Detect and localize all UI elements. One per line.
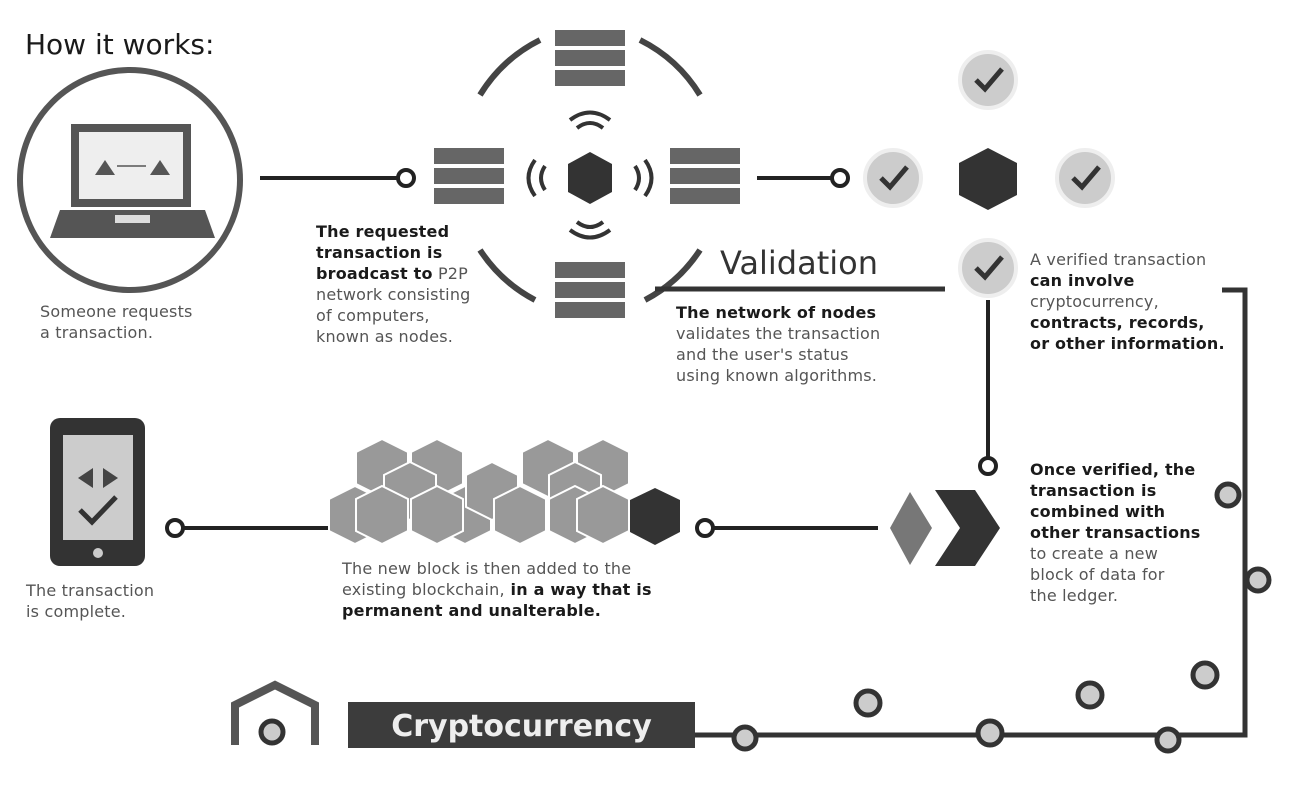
connector-line xyxy=(260,168,416,188)
text-line: other transactions xyxy=(1030,523,1201,542)
verified-block-icon xyxy=(959,148,1017,210)
validation-heading: Validation xyxy=(720,244,879,282)
connector-line xyxy=(165,518,340,538)
circuit-path xyxy=(695,287,1248,738)
step-combined-text: Once verified, the transaction is combin… xyxy=(1030,459,1201,606)
text-line: or other information. xyxy=(1030,334,1225,353)
server-icons xyxy=(434,30,740,318)
chain-block xyxy=(576,484,630,546)
check-icons xyxy=(863,50,1115,298)
text-line: to create a new xyxy=(1030,544,1158,563)
text-line: Once verified, the xyxy=(1030,460,1196,479)
text-line: in a way that is xyxy=(504,580,652,599)
page-title: How it works: xyxy=(25,28,215,61)
text-line: a transaction. xyxy=(40,323,154,342)
laptop-icon xyxy=(17,67,243,293)
chain-block xyxy=(355,484,409,546)
text-line: permanent and unalterable. xyxy=(342,601,602,620)
step-validation-text: The network of nodes validates the trans… xyxy=(676,302,880,386)
text-line: contracts, records, xyxy=(1030,313,1205,332)
step-added-text: The new block is then added to the exist… xyxy=(342,558,652,621)
node-network-ring xyxy=(477,37,703,303)
cryptocurrency-label: Cryptocurrency xyxy=(348,702,695,748)
text-line: can involve xyxy=(1030,271,1135,290)
text-line: Someone requests xyxy=(40,302,193,321)
step-verified-text: A verified transaction can involve crypt… xyxy=(1030,249,1225,354)
wifi-signal-icons xyxy=(526,110,654,240)
text-line: network consisting xyxy=(316,285,471,304)
combine-arrow-icon xyxy=(890,490,1000,566)
text-line: P2P xyxy=(437,264,469,283)
text-line: The requested xyxy=(316,222,450,241)
chain-block xyxy=(410,484,464,546)
circuit-nodes xyxy=(258,481,1272,754)
text-line: transaction is xyxy=(316,243,443,262)
text-line: block of data for xyxy=(1030,565,1165,584)
text-line: The network of nodes xyxy=(676,303,877,322)
text-line: The new block is then added to the xyxy=(342,559,632,578)
step-request-text: Someone requests a transaction. xyxy=(40,301,193,343)
text-line: The transaction xyxy=(26,581,155,600)
hexagon-outline xyxy=(231,680,319,745)
connector-line xyxy=(695,518,878,538)
blockchain-blocks xyxy=(328,437,630,546)
text-line: existing blockchain, xyxy=(342,580,505,599)
text-line: is complete. xyxy=(26,602,127,621)
step-complete-text: The transaction is complete. xyxy=(26,580,154,622)
block-cube-icon xyxy=(568,152,612,204)
text-line: the ledger. xyxy=(1030,586,1119,605)
text-line: broadcast to xyxy=(316,264,433,283)
text-line: known as nodes. xyxy=(316,327,454,346)
text-line: cryptocurrency, xyxy=(1030,292,1159,311)
new-block-icon xyxy=(630,488,680,545)
check-marks xyxy=(879,67,1101,281)
text-line: using known algorithms. xyxy=(676,366,878,385)
text-line: transaction is xyxy=(1030,481,1157,500)
phone-icon xyxy=(50,418,145,566)
connector-line xyxy=(978,300,998,476)
text-line: combined with xyxy=(1030,502,1166,521)
step-broadcast-text: The requested transaction is broadcast t… xyxy=(316,221,471,347)
text-line: A verified transaction xyxy=(1030,250,1207,269)
text-line: validates the transaction xyxy=(676,324,881,343)
text-line: and the user's status xyxy=(676,345,849,364)
chain-block xyxy=(493,484,547,546)
text-line: of computers, xyxy=(316,306,430,325)
connector-line xyxy=(757,168,850,188)
